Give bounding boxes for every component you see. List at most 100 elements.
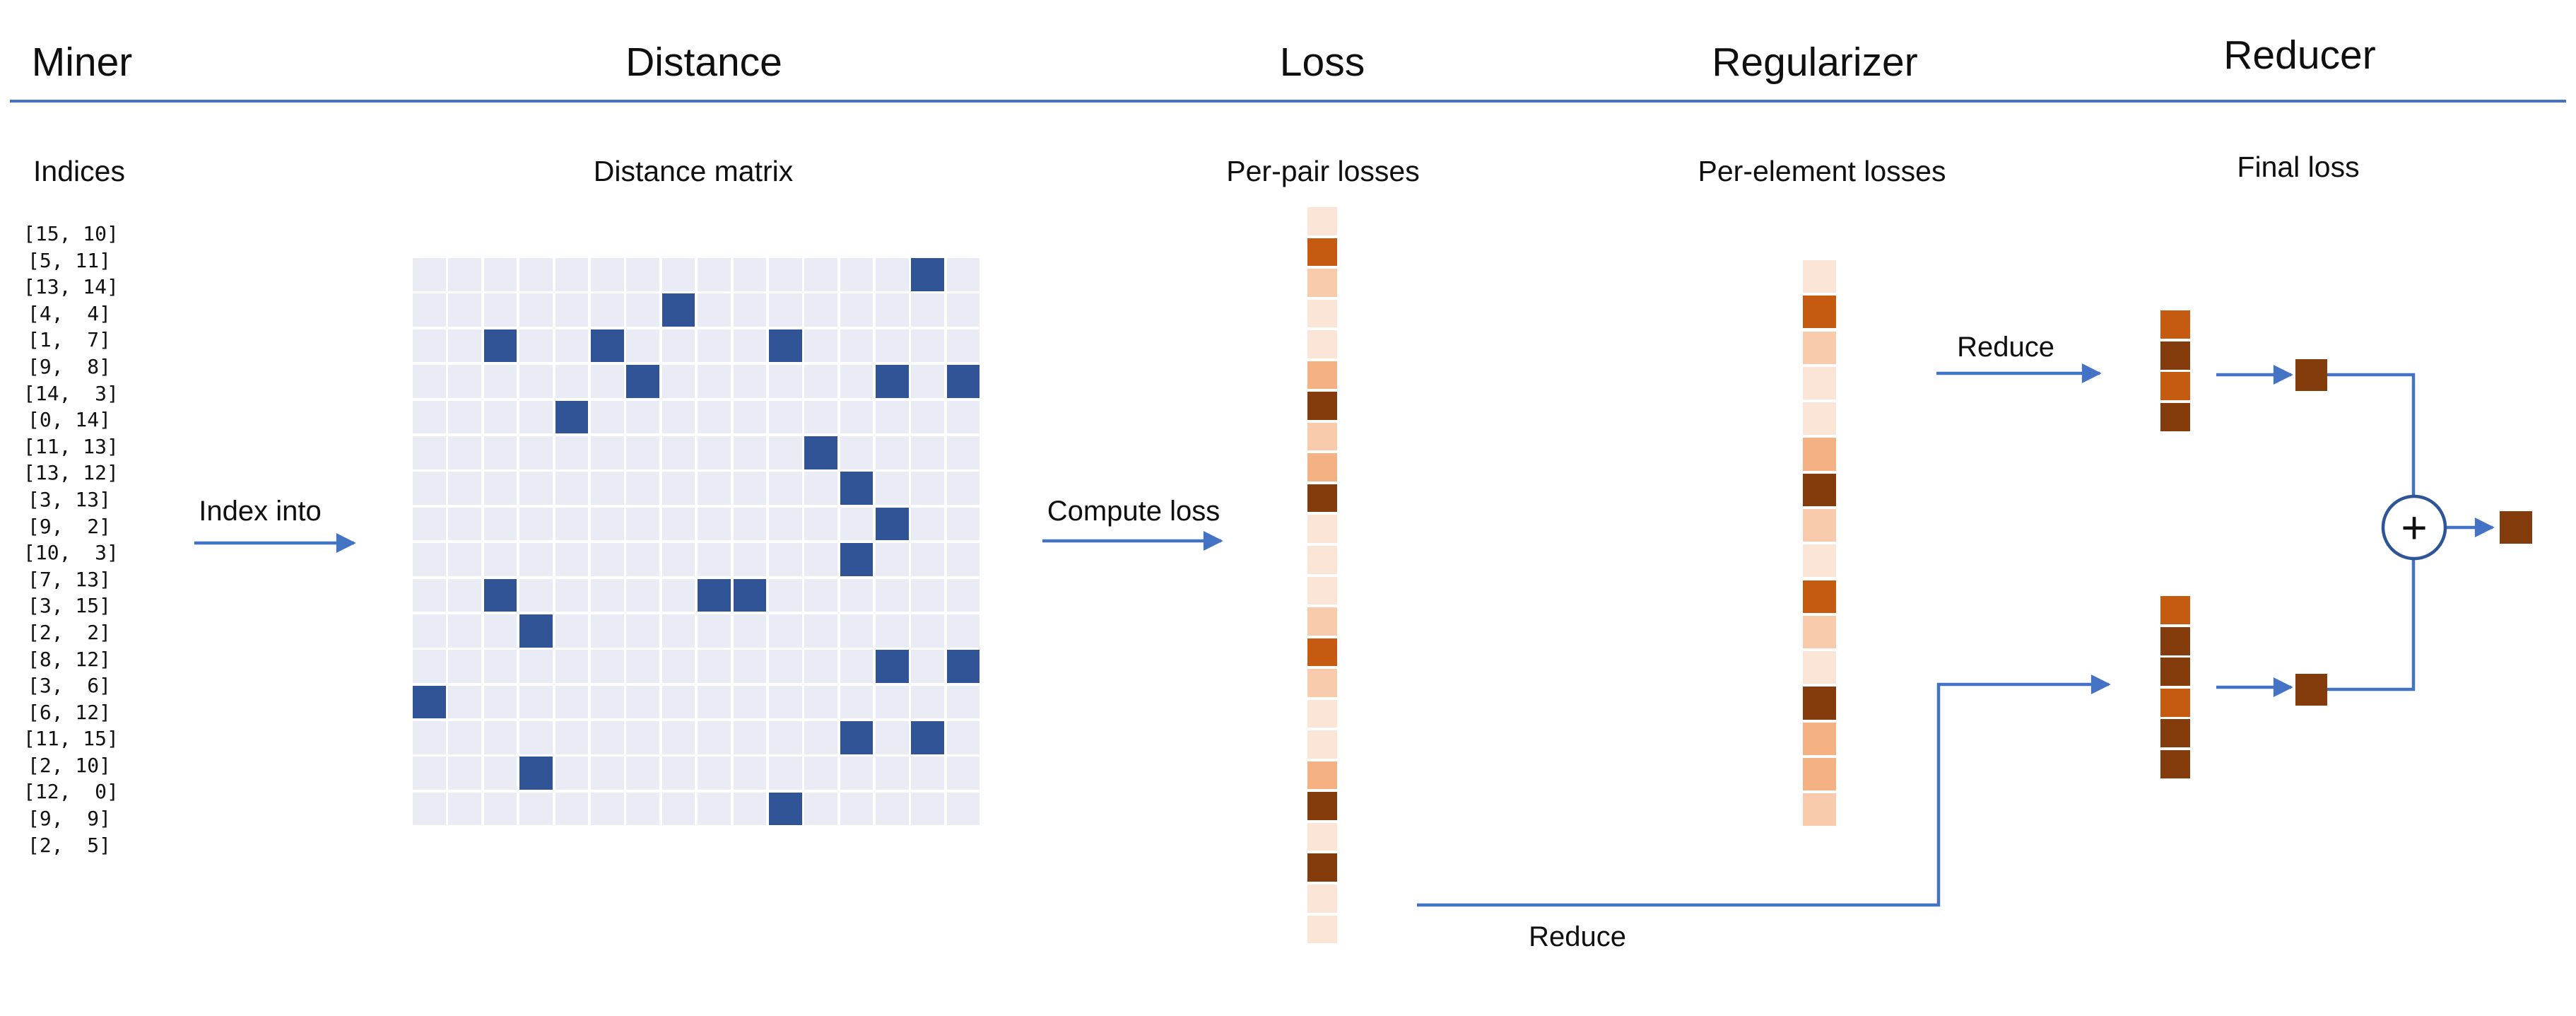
matrix-cell-highlighted — [733, 578, 767, 612]
heat-cell — [1803, 757, 1836, 791]
index-pair: [10, 3] — [23, 541, 119, 565]
matrix-cell — [698, 365, 731, 398]
indices-list: [15, 10][5, 11][13, 14][4, 4][1, 7][9, 8… — [23, 221, 119, 858]
matrix-cell-highlighted — [876, 507, 909, 541]
matrix-cell — [768, 614, 802, 648]
matrix-cell — [840, 365, 874, 398]
matrix-cell — [768, 436, 802, 469]
heat-cell — [1307, 361, 1337, 390]
matrix-cell-highlighted — [876, 365, 909, 398]
heat-cell — [2160, 596, 2190, 624]
matrix-cell — [590, 507, 624, 541]
heat-cell — [1803, 473, 1836, 506]
matrix-cell — [483, 757, 517, 790]
heat-cell — [1803, 544, 1836, 578]
matrix-cell — [946, 721, 980, 754]
matrix-cell — [840, 792, 874, 826]
matrix-cell — [413, 792, 446, 826]
heat-cell — [2160, 688, 2190, 717]
matrix-cell — [768, 400, 802, 434]
reduce-bottom-path — [1417, 675, 2111, 907]
matrix-cell — [413, 757, 446, 790]
reduced-value-cell-top — [2295, 359, 2327, 391]
matrix-cell — [626, 614, 659, 648]
matrix-cell — [555, 472, 589, 505]
matrix-cell-highlighted — [413, 685, 446, 719]
matrix-cell — [590, 757, 624, 790]
matrix-cell — [519, 258, 553, 291]
matrix-cell — [768, 507, 802, 541]
matrix-cell — [840, 400, 874, 434]
matrix-cell — [661, 721, 695, 754]
matrix-cell — [448, 578, 481, 612]
index-pair: [14, 3] — [23, 381, 119, 405]
matrix-cell — [911, 400, 945, 434]
heat-cell — [2160, 402, 2190, 431]
matrix-cell — [946, 329, 980, 363]
matrix-cell — [946, 472, 980, 505]
matrix-cell — [946, 436, 980, 469]
matrix-cell — [626, 472, 659, 505]
matrix-cell — [698, 614, 731, 648]
matrix-cell-highlighted — [483, 329, 517, 363]
matrix-cell-highlighted — [840, 721, 874, 754]
matrix-cell — [483, 792, 517, 826]
matrix-cell — [804, 293, 837, 327]
matrix-cell — [661, 543, 695, 576]
matrix-cell — [519, 650, 553, 683]
matrix-cell — [768, 365, 802, 398]
matrix-cell — [590, 543, 624, 576]
reduced-strip-bottom — [2160, 596, 2190, 778]
matrix-cell — [590, 614, 624, 648]
matrix-cell — [733, 650, 767, 683]
matrix-cell — [804, 507, 837, 541]
matrix-cell — [911, 578, 945, 612]
matrix-cell — [519, 400, 553, 434]
matrix-cell — [698, 507, 731, 541]
matrix-cell — [911, 436, 945, 469]
matrix-cell — [590, 472, 624, 505]
matrix-cell — [840, 329, 874, 363]
matrix-cell — [519, 721, 553, 754]
sum-circle — [2381, 494, 2447, 561]
matrix-cell — [590, 792, 624, 826]
matrix-cell — [768, 578, 802, 612]
matrix-cell — [413, 400, 446, 434]
matrix-cell — [413, 614, 446, 648]
reduce-bottom-label: Reduce — [1529, 921, 1626, 952]
matrix-cell — [626, 685, 659, 719]
matrix-cell — [946, 258, 980, 291]
matrix-cell — [661, 258, 695, 291]
heat-cell — [1307, 546, 1337, 574]
matrix-cell — [590, 400, 624, 434]
index-into-label: Index into — [199, 496, 322, 527]
matrix-cell — [733, 507, 767, 541]
heat-cell — [1803, 508, 1836, 542]
matrix-cell — [661, 792, 695, 826]
matrix-cell — [448, 472, 481, 505]
matrix-cell — [733, 400, 767, 434]
heat-cell — [1803, 366, 1836, 400]
matrix-cell — [590, 436, 624, 469]
matrix-cell-highlighted — [876, 650, 909, 683]
matrix-cell — [946, 400, 980, 434]
matrix-cell — [911, 507, 945, 541]
matrix-cell — [804, 400, 837, 434]
heat-cell — [1803, 438, 1836, 471]
matrix-cell — [911, 614, 945, 648]
matrix-cell — [911, 329, 945, 363]
matrix-cell — [698, 650, 731, 683]
matrix-cell — [698, 258, 731, 291]
matrix-cell-highlighted — [483, 578, 517, 612]
matrix-cell — [590, 650, 624, 683]
distance-matrix-grid — [413, 258, 980, 826]
matrix-cell — [413, 329, 446, 363]
heat-cell — [1307, 822, 1337, 851]
matrix-cell — [876, 543, 909, 576]
matrix-cell — [661, 507, 695, 541]
matrix-cell — [483, 258, 517, 291]
matrix-cell — [733, 472, 767, 505]
matrix-cell — [768, 258, 802, 291]
heat-cell — [1307, 699, 1337, 728]
matrix-cell — [483, 365, 517, 398]
